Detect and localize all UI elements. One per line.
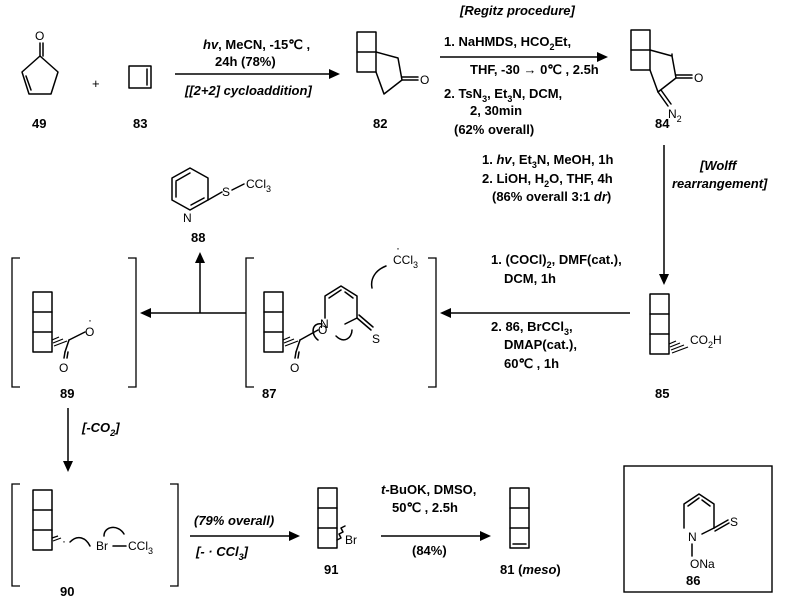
svg-text:O: O <box>290 361 299 375</box>
step2-cond-2: THF, -30 → 0℃ , 2.5h <box>470 62 599 77</box>
step3-label-wolff-1: [Wolff <box>699 158 738 173</box>
step2-cond-4: 2, 30min <box>470 103 522 118</box>
svg-text:N: N <box>688 530 697 544</box>
bracket-90-left <box>11 483 20 587</box>
bracket-89-right <box>128 257 137 388</box>
step4-cond-3: 2. 86, BrCCl3, <box>491 319 573 337</box>
compound-88-structure: N S CCl3 <box>171 167 271 225</box>
compound-91-label: 91 <box>324 562 338 577</box>
bracket-87-left <box>245 257 254 388</box>
step5-label-decarboxylation: [-CO2] <box>81 420 120 438</box>
step4-cond-1: 1. (COCl)2, DMF(cat.), <box>491 252 622 270</box>
compound-91-structure: Br <box>317 487 357 549</box>
compound-89-structure: O O · <box>32 291 94 375</box>
step3-cond-1: 1. hv, Et3N, MeOH, 1h <box>482 152 614 170</box>
compound-82-label: 82 <box>373 116 387 131</box>
svg-text:O: O <box>694 71 703 85</box>
svg-text:O: O <box>85 325 94 339</box>
compound-87-structure: O O N S CCl3 · <box>263 241 418 375</box>
compound-49-label: 49 <box>32 116 46 131</box>
step4-cond-4: DMAP(cat.), <box>504 337 577 352</box>
svg-text:Br: Br <box>345 533 357 547</box>
step7-cond-1: t-BuOK, DMSO, <box>381 482 476 497</box>
bracket-90-right <box>170 483 179 587</box>
compound-86-box <box>623 465 773 593</box>
svg-text:S: S <box>372 332 380 346</box>
plus-sign: + <box>92 76 100 91</box>
svg-text:CCl3: CCl3 <box>393 253 418 270</box>
compound-81-label: 81 (meso) <box>500 562 561 577</box>
step4-cond-5: 60℃ , 1h <box>504 356 559 371</box>
svg-text:N: N <box>320 317 329 331</box>
compound-90-label: 90 <box>60 584 74 599</box>
step2-cond-1: 1. NaHMDS, HCO2Et, <box>444 34 571 52</box>
svg-text:CCl3: CCl3 <box>246 177 271 194</box>
compound-85-structure: CO2H <box>649 293 722 355</box>
svg-text:Br: Br <box>96 539 108 553</box>
svg-text:O: O <box>318 323 327 337</box>
svg-text:·: · <box>88 313 92 327</box>
step7-cond-2: 50℃ , 2.5h <box>392 500 458 515</box>
step2-cond-3: 2. TsN3, Et3N, DCM, <box>444 86 562 104</box>
svg-text:CO2H: CO2H <box>690 333 722 350</box>
svg-text:ONa: ONa <box>690 557 715 571</box>
svg-text:·: · <box>396 241 400 255</box>
step3-cond-2: 2. LiOH, H2O, THF, 4h <box>482 171 613 189</box>
step3-label-wolff-2: rearrangement] <box>672 176 768 191</box>
svg-text:N2: N2 <box>668 107 682 124</box>
step4-cond-2: DCM, 1h <box>504 271 556 286</box>
step6-yield: (79% overall) <box>194 513 274 528</box>
step2-label-regitz: [Regitz procedure] <box>459 3 576 18</box>
compound-83-label: 83 <box>133 116 147 131</box>
atom-O: O <box>35 29 44 43</box>
step1-label-cycloaddition: [[2+2] cycloaddition] <box>184 83 312 98</box>
compound-87-label: 87 <box>262 386 276 401</box>
compound-89-label: 89 <box>60 386 74 401</box>
step3-cond-3: (86% overall 3:1 dr) <box>492 189 611 204</box>
svg-text:N: N <box>183 211 192 225</box>
step1-conditions-line2: 24h (78%) <box>215 54 276 69</box>
svg-text:O: O <box>59 361 68 375</box>
svg-text:CCl3: CCl3 <box>128 539 153 556</box>
svg-text:·: · <box>62 534 66 548</box>
compound-88-label: 88 <box>191 230 205 245</box>
compound-85-label: 85 <box>655 386 669 401</box>
svg-text:S: S <box>730 515 738 529</box>
compound-81-structure <box>509 487 530 549</box>
step7-yield: (84%) <box>412 543 447 558</box>
compound-86-structure: N S ONa <box>683 493 738 571</box>
compound-49-structure: O <box>21 29 59 95</box>
compound-83-structure <box>128 65 152 89</box>
compound-82-structure: O <box>356 31 429 95</box>
step6-label-loss: [- · CCl3] <box>195 544 249 562</box>
svg-text:S: S <box>222 185 230 199</box>
step1-conditions-line1: hv, MeCN, -15℃ , <box>203 37 310 52</box>
compound-84-structure: O N2 <box>630 29 703 124</box>
step2-cond-5: (62% overall) <box>454 122 534 137</box>
compound-86-label: 86 <box>686 573 700 588</box>
bracket-87-right <box>428 257 437 388</box>
compound-84-label: 84 <box>655 116 670 131</box>
bracket-89-left <box>11 257 20 388</box>
svg-text:O: O <box>420 73 429 87</box>
compound-90-structure: · Br CCl3 <box>32 489 153 556</box>
